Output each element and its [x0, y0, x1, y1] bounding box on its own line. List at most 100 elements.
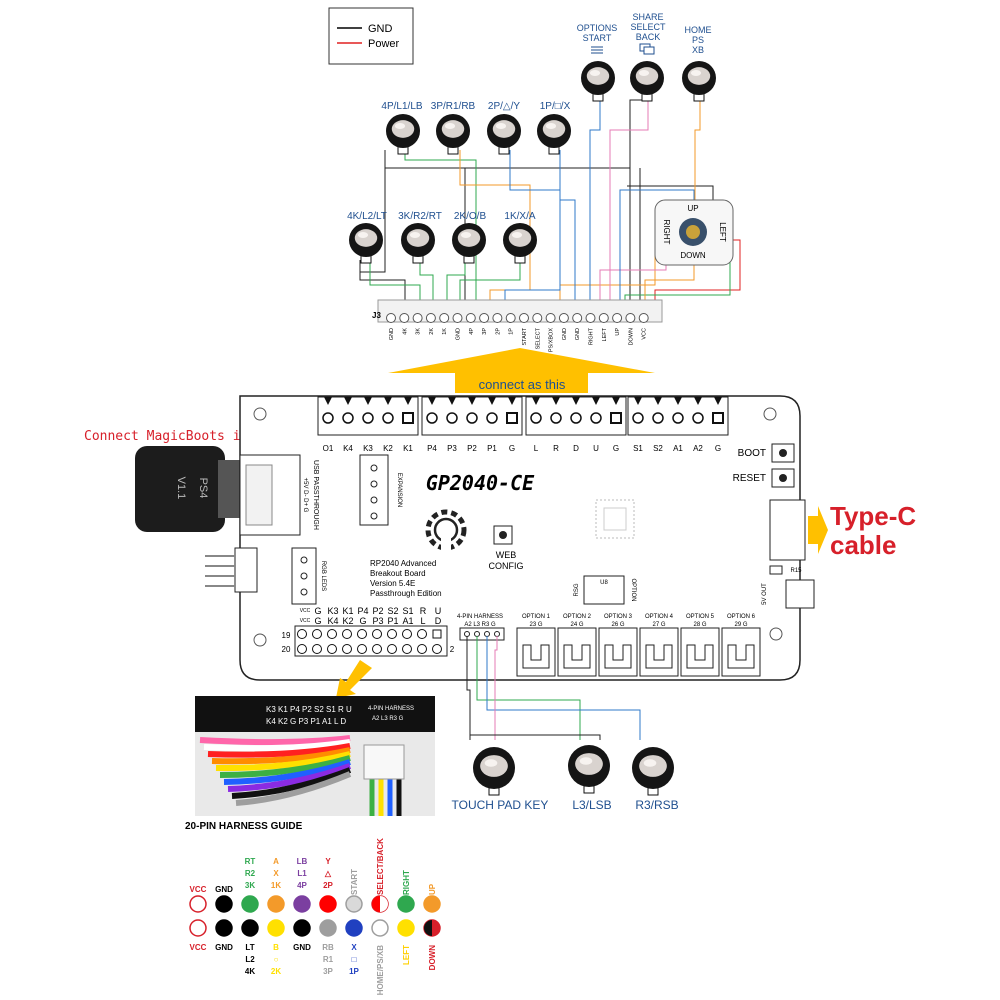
bottom-gnd-wire	[466, 636, 471, 740]
arcade-button-row2-1	[349, 223, 383, 264]
pin-guide-top-label: L1	[297, 869, 307, 878]
arcade-button-system-1	[581, 61, 615, 102]
joystick-left-label: LEFT	[718, 222, 727, 242]
arcade-button-system-2	[630, 61, 664, 102]
terminal-arrow	[674, 397, 682, 405]
magicboots-plug	[218, 460, 240, 518]
terminal-hole	[550, 412, 562, 424]
u8-switch[interactable]	[583, 575, 625, 605]
option-port-latch	[604, 644, 632, 669]
harness-photo-wire	[211, 747, 351, 765]
j3-pin	[399, 313, 410, 323]
bottom-button-labels: TOUCH PAD KEY L3/LSB R3/RSB	[452, 798, 679, 812]
header-pin	[387, 644, 397, 654]
pin-row2-label: G	[359, 616, 366, 626]
j3-pin	[465, 313, 476, 323]
header-pin	[357, 644, 367, 654]
terminal-arrow	[592, 397, 600, 405]
connect-arrow: connect as this	[388, 348, 655, 393]
rsg-label: RSG	[574, 583, 580, 596]
pin-guide-bottom-label: ○	[274, 955, 279, 964]
terminal-hole	[530, 412, 542, 424]
pin-guide-bottom-dot-half	[424, 920, 432, 936]
legend-gnd-label: GND	[368, 23, 393, 35]
j3-pin-label: UP	[615, 328, 621, 336]
terminal-label: K4	[343, 444, 353, 453]
terminal-arrow	[654, 397, 662, 405]
wire-4k	[369, 260, 421, 300]
boot-label: BOOT	[738, 448, 766, 459]
option-title: OPTION 1	[522, 614, 551, 620]
pin-row2-label: G	[314, 616, 321, 626]
header-pin	[342, 629, 352, 639]
pin-guide-bottom-label: 2K	[271, 967, 281, 976]
option-port-latch	[645, 644, 673, 669]
terminal-hole	[426, 412, 438, 424]
terminal-hole	[446, 412, 458, 424]
usb-pins-label: +5V D- D+ G	[302, 478, 308, 513]
magicboots-text-version: V1.1	[175, 477, 187, 500]
reset-label: RESET	[733, 473, 766, 484]
harness4-connector	[459, 627, 505, 641]
j3-pin-label: GND	[389, 328, 395, 340]
header-pin	[357, 629, 367, 639]
pin-guide-top-dot	[267, 895, 285, 913]
pin-num-20: 20	[282, 645, 291, 654]
terminal-arrow	[344, 397, 352, 405]
5v-out-connector	[785, 579, 815, 609]
bottom-gnd-chain	[469, 734, 601, 740]
j3-pin-label: 2P	[495, 328, 501, 335]
pin-guide-bottom-label: B	[273, 943, 279, 952]
pin-guide-bottom-dot	[371, 919, 389, 937]
terminal-arrow	[694, 397, 702, 405]
harness-photo-wire	[219, 755, 351, 778]
pin-guide-top-dot	[189, 895, 207, 913]
typec-line1: Type-C	[830, 501, 916, 531]
option-pins: 29 G	[734, 622, 747, 628]
option-pins: 26 G	[611, 622, 624, 628]
pin-guide-top-dot-half	[380, 896, 388, 912]
menu-icon	[591, 46, 603, 54]
j3-pin	[425, 313, 436, 323]
top-button-labels: 4P/L1/LB 3P/R1/RB 2P/△/Y 1P/□/X 4K/L2/LT…	[347, 101, 571, 222]
gnd-wire-sys	[629, 168, 641, 300]
pin-guide-bottom-label: GND	[293, 943, 311, 952]
yellow-arrow-shape	[388, 348, 655, 393]
pin-row1-label: U	[435, 606, 442, 616]
gnd-wire-k	[359, 260, 406, 300]
reset-button-cap[interactable]	[779, 474, 787, 482]
wire-2k	[446, 260, 466, 300]
option-title: OPTION 5	[686, 614, 715, 620]
terminal-hole	[590, 412, 602, 424]
usb-label: USB PASSTHROUGH	[312, 460, 319, 530]
header-pin	[432, 644, 442, 654]
label-1p: 1P/□/X	[540, 101, 571, 112]
wire-options	[589, 100, 601, 300]
pin-guide-top-label: RT	[245, 857, 256, 866]
boot-button-cap[interactable]	[779, 449, 787, 457]
magicboots: Connect MagicBoots if have PS4 V1.1	[84, 429, 288, 532]
terminal-label: K3	[363, 444, 373, 453]
pin-guide-top-dot	[293, 895, 311, 913]
vcc-label-2: VCC	[300, 618, 311, 624]
arcade-button-bottom-1	[473, 747, 515, 796]
info-line-2: Breakout Board	[370, 569, 426, 578]
pin-guide-top-label: 3K	[245, 881, 255, 890]
pin-guide-top-label: A	[273, 857, 279, 866]
j3-pin	[505, 313, 516, 323]
terminal-label: K1	[403, 444, 413, 453]
arcade-button-row1-1	[386, 114, 420, 155]
terminal-label: G	[715, 444, 721, 453]
web-config-button-cap[interactable]	[499, 531, 507, 539]
harness4-pins: A2 L3 R3 G	[464, 622, 496, 628]
header-pin	[372, 644, 382, 654]
pin-row2-label: K4	[327, 616, 338, 626]
j3-pin	[532, 313, 543, 323]
j3-label: J3	[372, 311, 381, 320]
harness-photo-wire	[235, 771, 352, 806]
terminal-hole	[632, 412, 644, 424]
terminal-hole	[486, 412, 498, 424]
header-pin	[432, 629, 442, 639]
terminal-label: P4	[427, 444, 437, 453]
